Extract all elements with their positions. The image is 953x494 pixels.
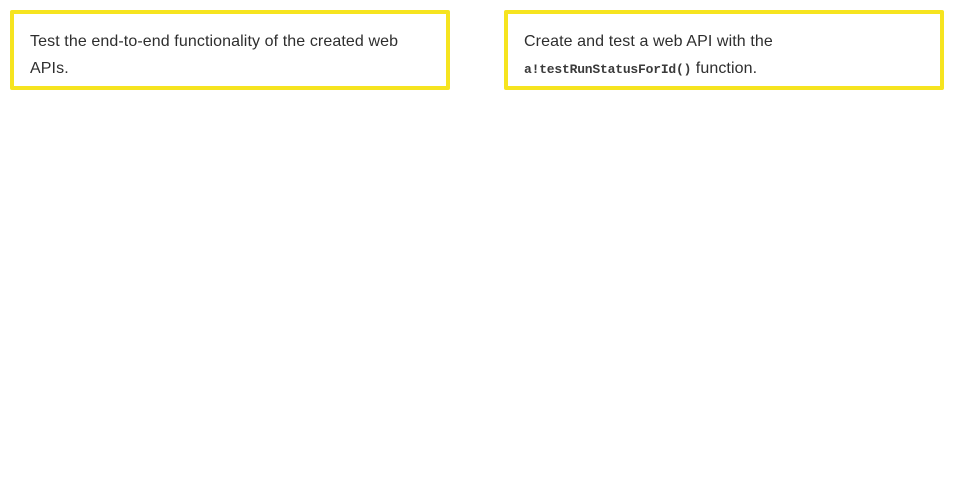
function-name: a!testRunStatusForId() — [524, 62, 692, 77]
drag-item-testrunstatusforid[interactable]: Create and test a web API with the a!tes… — [504, 10, 944, 90]
drag-item-test-end-to-end[interactable]: Test the end-to-end functionality of the… — [10, 10, 450, 90]
item-code-line: a!testRunStatusForId() function. — [524, 55, 926, 83]
item-text: Test the end-to-end functionality of the… — [30, 33, 399, 77]
item-suffix: function. — [695, 60, 758, 77]
item-text: Create and test a web API with the — [524, 33, 773, 50]
drag-drop-question-area: Test the end-to-end functionality of the… — [0, 0, 953, 90]
